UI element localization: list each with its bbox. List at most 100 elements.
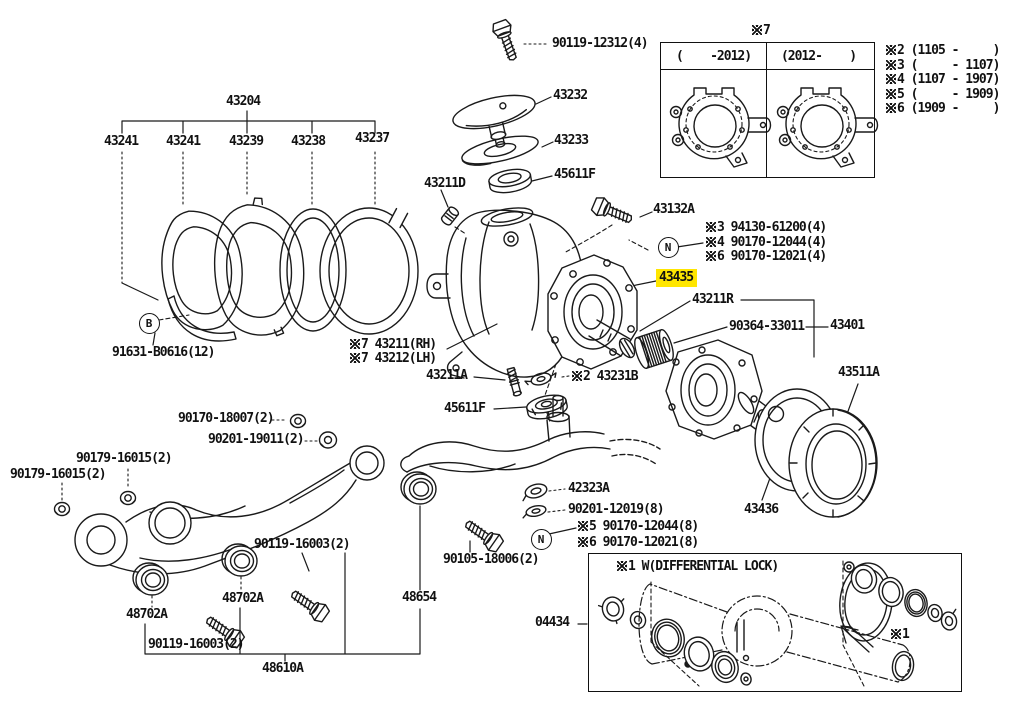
cam-42323A	[522, 483, 548, 502]
reference-mark-icon	[706, 237, 716, 247]
legend-item-2: 2 (1105 - )	[886, 43, 1000, 59]
washer-90201-19011	[318, 431, 338, 449]
part-label-2-43231B[interactable]: 2 43231B	[572, 370, 639, 383]
reference-mark-icon	[350, 339, 360, 349]
bolt-90105-18006	[460, 514, 506, 555]
reference-mark-icon	[706, 222, 716, 232]
part-label-43241[interactable]: 43241	[166, 134, 201, 149]
part-label-43401[interactable]: 43401	[830, 318, 865, 333]
reference-mark-icon	[578, 521, 588, 531]
part-label-5-90170-12044-8[interactable]: 5 90170-12044(8)	[578, 520, 699, 533]
gasket-43239	[214, 197, 305, 337]
spindle-plate-43435	[547, 254, 638, 370]
part-label-90170-18007-2[interactable]: 90170-18007(2)	[178, 411, 275, 426]
callout-circle-n: N	[530, 528, 552, 550]
part-label-48654[interactable]: 48654	[402, 590, 437, 605]
variant-table-header-divider	[661, 69, 874, 70]
part-label-3-94130-61200-4[interactable]: 3 94130-61200(4)	[706, 221, 827, 234]
reference-mark-icon	[886, 45, 896, 55]
part-label-43211D[interactable]: 43211D	[424, 176, 466, 191]
bearing-ring-43511A	[788, 408, 878, 518]
part-label-04434[interactable]: 04434	[535, 615, 570, 630]
part-label-43241[interactable]: 43241	[104, 134, 139, 149]
stud-43211A	[506, 366, 522, 397]
part-label-43132A[interactable]: 43132A	[653, 202, 695, 217]
gasket-43233	[461, 135, 539, 166]
part-label-48702A[interactable]: 48702A	[126, 607, 168, 622]
part-label-43511A[interactable]: 43511A	[838, 365, 880, 380]
reference-mark-icon	[891, 629, 901, 639]
diff-dashed-guides	[650, 560, 865, 687]
part-label-90201-12019-8[interactable]: 90201-12019(8)	[568, 502, 665, 517]
knuckle-housing	[426, 207, 584, 379]
diff-ref1-gasket	[891, 650, 915, 682]
part-label-4-90170-12044-4[interactable]: 4 90170-12044(4)	[706, 236, 827, 249]
reference-mark-icon	[617, 561, 627, 571]
legend-item-3: 3 ( - 1107)	[886, 58, 1000, 74]
part-label-90179-16015-2[interactable]: 90179-16015(2)	[10, 467, 107, 482]
part-label-6-90170-12021-8[interactable]: 6 90170-12021(8)	[578, 536, 699, 549]
dashed-alignment-lines	[158, 224, 649, 423]
part-label-42323A[interactable]: 42323A	[568, 481, 610, 496]
part-label-90119-12312-4[interactable]: 90119-12312(4)	[552, 36, 649, 51]
part-label-90105-18006-2[interactable]: 90105-18006(2)	[443, 552, 540, 567]
reference-mark-icon	[706, 251, 716, 261]
part-label-7-43211-RH[interactable]: 7 43211(RH)	[350, 338, 437, 351]
snap-ring-43237	[319, 206, 419, 335]
part-label-43239[interactable]: 43239	[229, 134, 264, 149]
part-label-43211A[interactable]: 43211A	[426, 368, 468, 383]
gasket-43241-lower	[167, 295, 237, 342]
seal-43231B	[524, 372, 557, 386]
part-label-43232[interactable]: 43232	[553, 88, 588, 103]
part-label-48610A[interactable]: 48610A	[262, 661, 304, 676]
part-label-43238[interactable]: 43238	[291, 134, 326, 149]
reference-mark-icon	[886, 103, 896, 113]
reference-mark-icon	[578, 537, 588, 547]
plug-43211D	[440, 206, 460, 226]
needle-bearing-90364-33011	[634, 328, 674, 370]
legend-item-6: 6 (1909 - )	[886, 101, 1000, 117]
washer-90201-12019	[522, 504, 547, 519]
gasket-43241-upper	[161, 210, 243, 331]
differential-lock-panel	[588, 553, 962, 692]
variant-table: ( -2012) (2012- )	[660, 42, 875, 178]
variant-column-post2012: (2012- )	[780, 49, 857, 64]
part-label-45611F[interactable]: 45611F	[554, 167, 596, 182]
part-label-43211R[interactable]: 43211R	[692, 292, 734, 307]
part-label-91631-B0616-12[interactable]: 91631-B0616(12)	[112, 345, 215, 360]
part-label-43233[interactable]: 43233	[554, 133, 589, 148]
reference-mark-icon	[886, 59, 896, 70]
part-label-43436[interactable]: 43436	[744, 502, 779, 517]
bearing-45611F-lower	[526, 394, 568, 420]
nut-90179-16015-a	[119, 490, 137, 506]
callout-circle-b: B	[138, 312, 160, 334]
dotted-leaders	[61, 43, 570, 608]
diff-seal-kit-right	[843, 561, 958, 631]
bolt-43132A	[589, 194, 636, 230]
part-label-90179-16015-2[interactable]: 90179-16015(2)	[76, 451, 173, 466]
bearing-45611F-upper	[488, 168, 533, 194]
part-label-90119-16003-2[interactable]: 90119-16003(2)	[148, 637, 245, 652]
nut-90170-18007	[289, 413, 307, 429]
part-label-43204[interactable]: 43204	[226, 94, 261, 109]
part-label-45611F[interactable]: 45611F	[444, 401, 486, 416]
bushing-48654	[400, 471, 437, 505]
nut-90179-16015-b	[53, 501, 71, 517]
bolt-90119-16003-b	[286, 584, 332, 625]
part-label-43435[interactable]: 43435	[656, 269, 698, 287]
control-arm	[74, 445, 385, 575]
bolt-90119-12312	[489, 17, 524, 64]
applicability-legend: 2 (1105 - )3 ( - 1107)4 (1107 - 1907)5 (…	[886, 43, 1000, 117]
reference-mark-icon	[752, 25, 762, 35]
part-label-6-90170-12021-4[interactable]: 6 90170-12021(4)	[706, 250, 827, 263]
diff-seal-kit-left	[597, 596, 752, 686]
part-label-90119-16003-2[interactable]: 90119-16003(2)	[254, 537, 351, 552]
part-label-43237[interactable]: 43237	[355, 131, 390, 146]
part-label-48702A[interactable]: 48702A	[222, 591, 264, 606]
part-label-90364-33011[interactable]: 90364-33011	[729, 319, 805, 334]
part-label-90201-19011-2[interactable]: 90201-19011(2)	[208, 432, 305, 447]
callout-circle-n: N	[657, 236, 679, 258]
part-label-7-43212-LH[interactable]: 7 43212(LH)	[350, 352, 437, 365]
